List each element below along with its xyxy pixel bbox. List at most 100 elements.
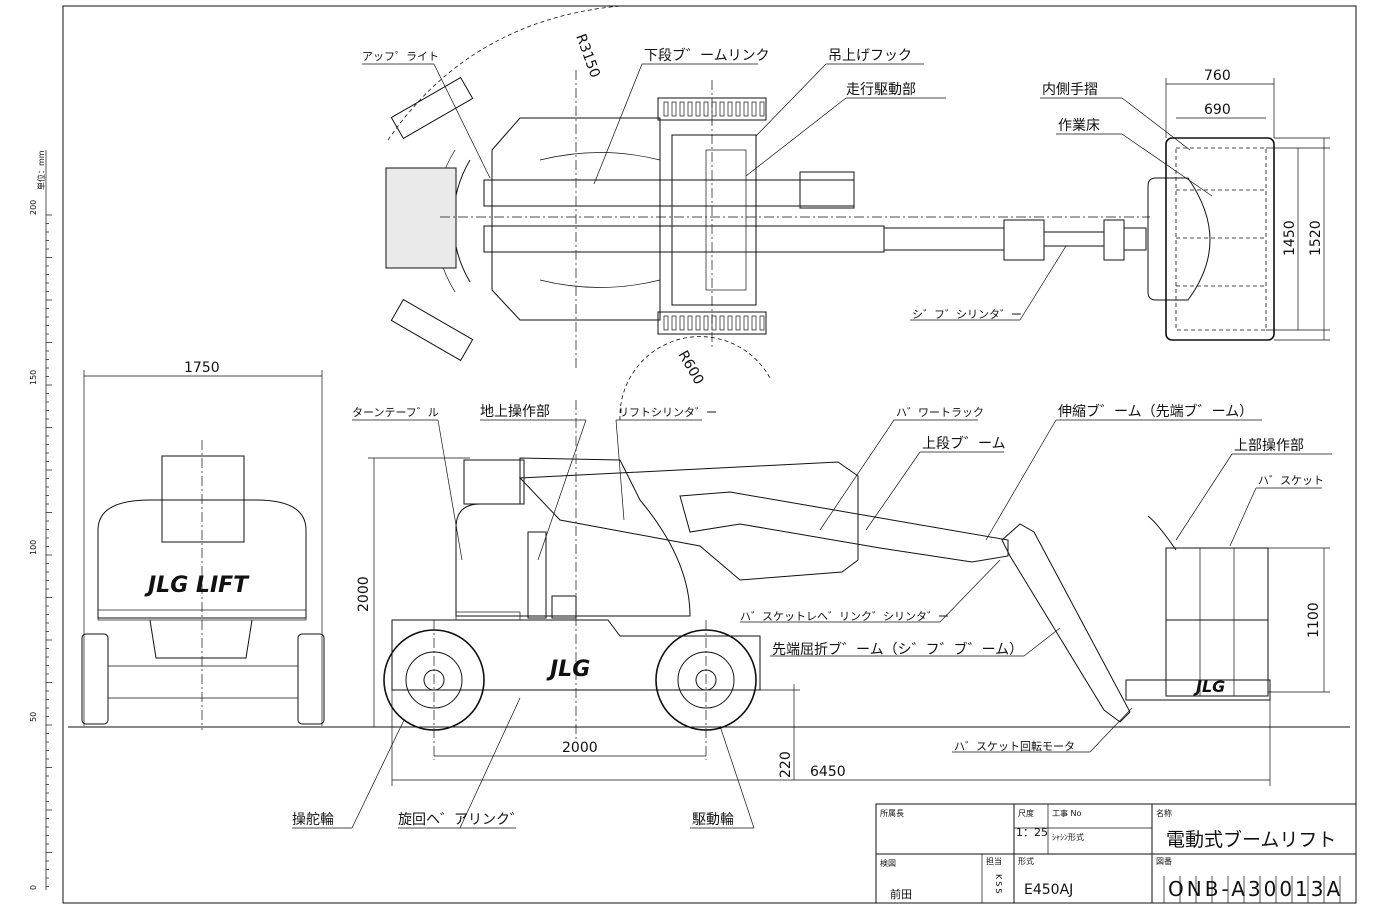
ruler-unit-label: 単位：mm bbox=[36, 150, 46, 190]
tire-tread bbox=[679, 315, 685, 331]
dim-690: 690 bbox=[1204, 102, 1231, 118]
tire-tread bbox=[679, 101, 685, 117]
dimension-labels: R3150 R600 760 690 1450 1520 1750 2000 1… bbox=[184, 32, 1324, 780]
tire-tread bbox=[719, 315, 725, 331]
front-body bbox=[97, 499, 307, 619]
dim-1520: 1520 bbox=[1308, 220, 1324, 256]
label-steering-wheel: 操舵輪 bbox=[292, 811, 334, 828]
side-turntable bbox=[455, 457, 691, 617]
tb-scale-value: 1：25 bbox=[1016, 826, 1048, 839]
side-basket bbox=[1165, 547, 1269, 697]
dim-r3150: R3150 bbox=[572, 32, 603, 80]
tire-tread bbox=[759, 101, 765, 117]
label-basket-level-cylinder: ハ゛スケットレヘ゛リンク゛シリンタ゛ー bbox=[740, 610, 949, 623]
small-radius-arc bbox=[619, 336, 771, 421]
side-upper-boom bbox=[679, 491, 1009, 563]
tire-tread bbox=[743, 101, 749, 117]
label-turntable: ターンテーフ゛ル bbox=[352, 406, 439, 419]
tb-drawing-no: ONB-A30013A bbox=[1168, 877, 1343, 901]
dim-1750: 1750 bbox=[184, 360, 220, 376]
tb-scale-label: 尺度 bbox=[1018, 808, 1034, 818]
side-view: JLG JLG bbox=[383, 400, 1271, 760]
tb-model-label: 形式 bbox=[1018, 856, 1034, 866]
side-jib-boom bbox=[1001, 523, 1131, 723]
tire-tread bbox=[687, 101, 693, 117]
label-ground-control: 地上操作部 bbox=[480, 404, 550, 420]
title-block: 所属長 尺度 1：25 工事 No ｼｬｼﾝ形式 名称 電動式ブームリフト 検図… bbox=[875, 803, 1357, 904]
tire-tread bbox=[727, 101, 733, 117]
top-chassis-body bbox=[491, 117, 661, 321]
dim-1450: 1450 bbox=[1282, 220, 1298, 256]
tire-tread bbox=[743, 315, 749, 331]
front-brand-text: JLG LIFT bbox=[144, 573, 250, 598]
label-drive-unit: 走行駆動部 bbox=[846, 82, 916, 98]
tire-tread bbox=[703, 101, 709, 117]
label-upper-control: 上部操作部 bbox=[1234, 438, 1304, 454]
tire-tread bbox=[687, 315, 693, 331]
dim-2000-height: 2000 bbox=[356, 576, 372, 612]
top-platform-outer bbox=[1165, 137, 1275, 341]
top-boom bbox=[483, 179, 855, 207]
upper-light-bar bbox=[390, 76, 474, 140]
side-brand-text: JLG bbox=[546, 657, 590, 682]
label-tip-fold-boom: 先端屈折ブ゛ーム（シ゛フ゛ブ゛ーム） bbox=[772, 641, 1023, 658]
tire-tread bbox=[671, 315, 677, 331]
ruler-tick-150: 150 bbox=[29, 370, 38, 385]
side-lower-boom bbox=[518, 461, 859, 581]
dim-wheelbase: 2000 bbox=[562, 740, 598, 756]
tb-work-no-label: 工事 No bbox=[1052, 808, 1082, 818]
tire-tread bbox=[695, 101, 701, 117]
tb-charge-label: 担当 bbox=[986, 856, 1002, 866]
tb-name-label: 名称 bbox=[1156, 808, 1172, 818]
labels: アッフ゜ライト 下段ブ゛ームリンク 吊上げフック 走行駆動部 内側手摺 作業床 … bbox=[292, 47, 1324, 828]
label-lifting-hook: 吊上げフック bbox=[828, 48, 912, 64]
side-dimensions bbox=[368, 457, 1330, 786]
label-lower-boom-link: 下段ブ゛ームリンク bbox=[644, 47, 770, 64]
tire-tread bbox=[759, 315, 765, 331]
tb-model: E450AJ bbox=[1024, 882, 1073, 898]
tire-tread bbox=[735, 315, 741, 331]
tire-tread bbox=[719, 101, 725, 117]
label-basket-rotation-motor: ハ゛スケット回転モータ bbox=[954, 740, 1075, 753]
tb-inspect-label: 検図 bbox=[880, 858, 896, 868]
label-upper-boom: 上段ブ゛ーム bbox=[922, 435, 1006, 452]
tb-dept-head-label: 所属長 bbox=[880, 808, 904, 818]
label-slew-bearing: 旋回ヘ゛アリンク゛ bbox=[398, 812, 524, 828]
label-lift-cylinder: リフトシリンタ゛ー bbox=[618, 406, 717, 419]
tire-tread bbox=[671, 101, 677, 117]
ruler-tick-50: 50 bbox=[29, 712, 38, 722]
dim-220: 220 bbox=[778, 751, 794, 778]
tire-tread bbox=[663, 101, 669, 117]
swing-radius-arc bbox=[387, 5, 621, 141]
top-counterweight bbox=[385, 167, 457, 269]
ruler-tick-200: 200 bbox=[29, 200, 38, 215]
lower-light-bar bbox=[390, 298, 474, 362]
tire-tread bbox=[751, 101, 757, 117]
label-inner-handrail: 内側手摺 bbox=[1042, 82, 1098, 98]
basket-brand-text: JLG bbox=[1193, 677, 1225, 696]
side-ruler: 単位：mm 200 150 100 50 0 bbox=[29, 150, 52, 890]
top-view bbox=[385, 5, 1275, 421]
label-power-track: ハ゛ワートラック bbox=[896, 406, 984, 419]
tb-projection: ｼｬｼﾝ形式 bbox=[1052, 832, 1084, 842]
tb-inspector: 前田 bbox=[890, 887, 912, 901]
tire-tread bbox=[703, 315, 709, 331]
tire-tread bbox=[695, 315, 701, 331]
front-mast bbox=[161, 455, 245, 543]
tire-tread bbox=[711, 315, 717, 331]
drawing-frame bbox=[62, 5, 1357, 904]
top-leaders bbox=[362, 63, 1213, 321]
tire-tread bbox=[663, 315, 669, 331]
side-leaders bbox=[292, 419, 1332, 829]
tire-tread bbox=[727, 315, 733, 331]
dim-6450: 6450 bbox=[810, 764, 846, 780]
label-basket: ハ゛スケット bbox=[1258, 474, 1324, 487]
label-telescopic-boom: 伸縮ブ゛ーム（先端ブ゛ーム） bbox=[1058, 403, 1253, 420]
label-work-floor: 作業床 bbox=[1058, 118, 1100, 134]
tb-charge: KSS bbox=[994, 874, 1003, 895]
label-jib-cylinder: シ゛フ゛シリンタ゛ー bbox=[912, 308, 1022, 321]
tire-tread bbox=[711, 101, 717, 117]
dim-760: 760 bbox=[1204, 68, 1231, 84]
dim-1100: 1100 bbox=[1306, 602, 1322, 638]
